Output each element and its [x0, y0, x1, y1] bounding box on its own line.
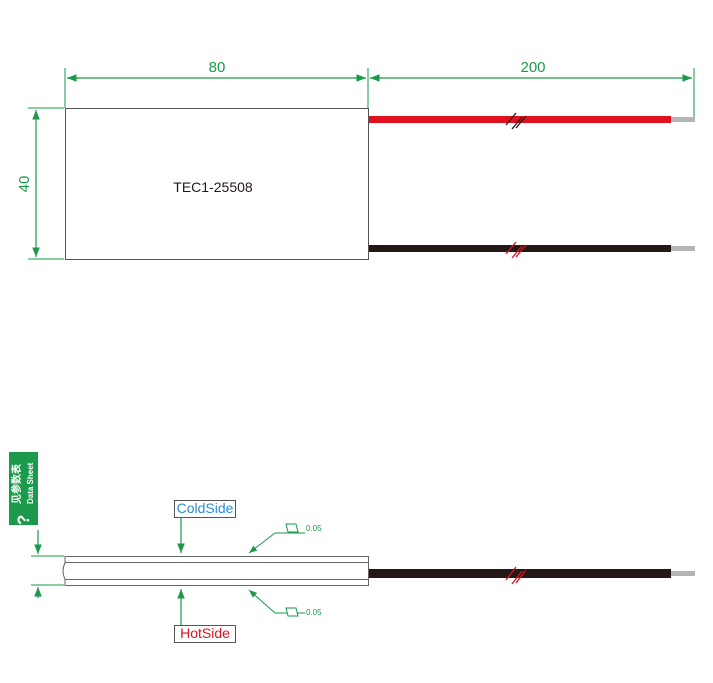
badge-chinese-text: 见参数表 — [10, 463, 23, 504]
dimension-width-text: 80 — [209, 59, 226, 76]
badge-background — [9, 452, 38, 525]
flatness-icon — [285, 607, 299, 617]
module-outline — [65, 108, 369, 260]
dimension-lead-text: 200 — [520, 59, 545, 76]
black-wire-tip — [671, 246, 695, 251]
break-mark-icon — [505, 566, 527, 585]
side-view: ColdSide HotSide 0.05 0.05 — [31, 500, 695, 643]
flatness-leader-top — [248, 532, 305, 554]
red-wire-tip — [671, 117, 695, 122]
hot-side-label: HotSide — [180, 625, 230, 641]
flatness-top-value: 0.05 — [306, 524, 322, 533]
cold-side-box — [174, 500, 236, 518]
flatness-icon — [285, 523, 299, 533]
module-side-body — [62, 556, 369, 586]
top-view: 80 200 40 TEC1-25508 — [16, 59, 695, 260]
dimension-height-text: 40 — [16, 176, 33, 193]
side-wire-tip — [671, 571, 695, 576]
flatness-bottom-value: 0.05 — [306, 608, 322, 617]
break-mark-icon — [505, 241, 527, 259]
hot-side-box — [174, 625, 236, 643]
cold-side-label: ColdSide — [177, 500, 234, 516]
badge-english-text: Data Sheet — [26, 462, 35, 504]
break-mark-icon — [505, 112, 527, 130]
question-mark-icon: ? — [14, 515, 33, 525]
datasheet-badge[interactable]: ? 见参数表 Data Sheet — [9, 452, 38, 525]
model-label: TEC1-25508 — [173, 179, 253, 195]
